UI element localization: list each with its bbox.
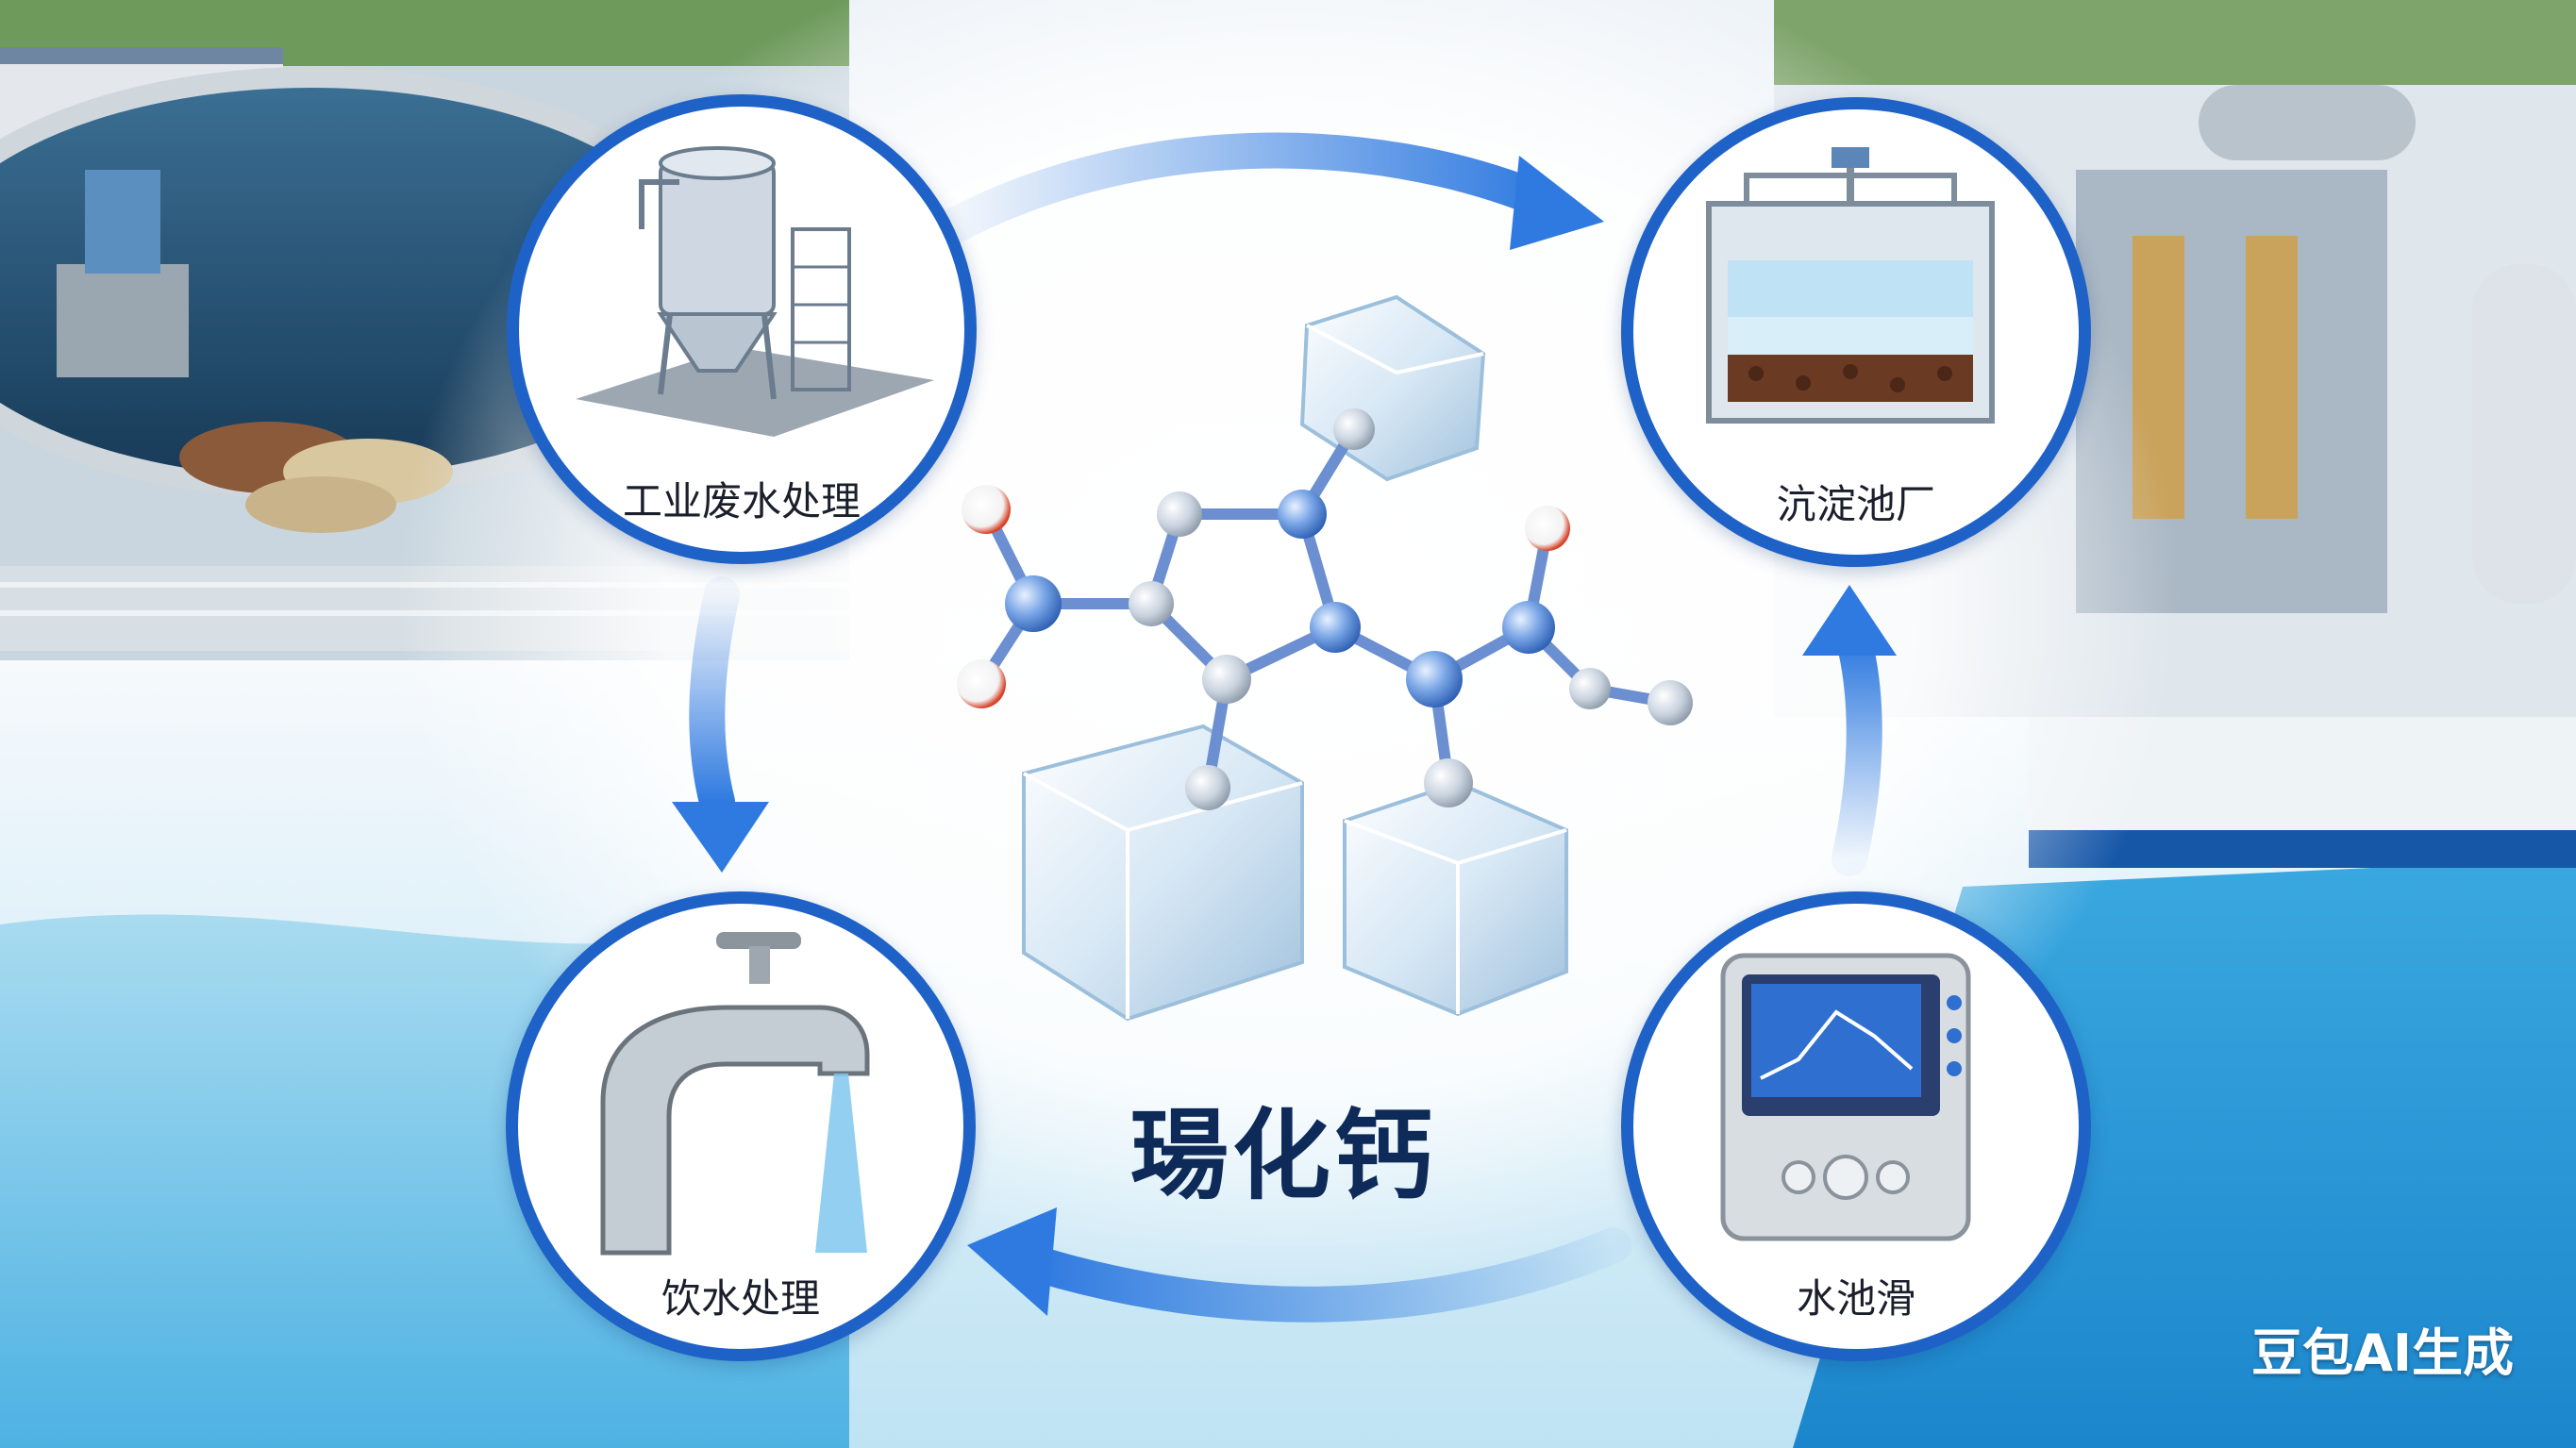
arrow-right-up [1802,585,1897,876]
arrow-left-down [672,576,769,873]
arrow-top-right [935,132,1604,250]
node-sedimentation: 沆淀池厂 [1621,97,2091,567]
ai-watermark: 豆包AI生成 [2251,1323,2514,1383]
crystal-hexagon [1299,294,1486,482]
node-drinking-water: 饮水处理 [506,891,976,1361]
crystal-cube-small [1343,780,1568,1017]
settling-tank-icon [576,146,934,437]
water-monitor-icon [1720,953,1971,1241]
faucet-icon [600,932,870,1256]
crystal-cube-large [1022,724,1304,1022]
node-label: 水池滑 [1796,1275,1915,1322]
arrow-bottom-left [967,1207,1631,1323]
node-industrial-wastewater: 工业废水处理 [507,94,977,564]
node-label: 工业废水处理 [622,478,861,524]
node-label: 沆淀池厂 [1776,481,1935,527]
node-label: 饮水处理 [661,1275,820,1322]
node-pool-monitor: 水池滑 [1621,891,2091,1361]
molecule-atoms [957,408,1693,810]
compound-title: 瑒化钙 [1129,1098,1436,1213]
sedimentation-filter-icon [1706,147,1995,424]
